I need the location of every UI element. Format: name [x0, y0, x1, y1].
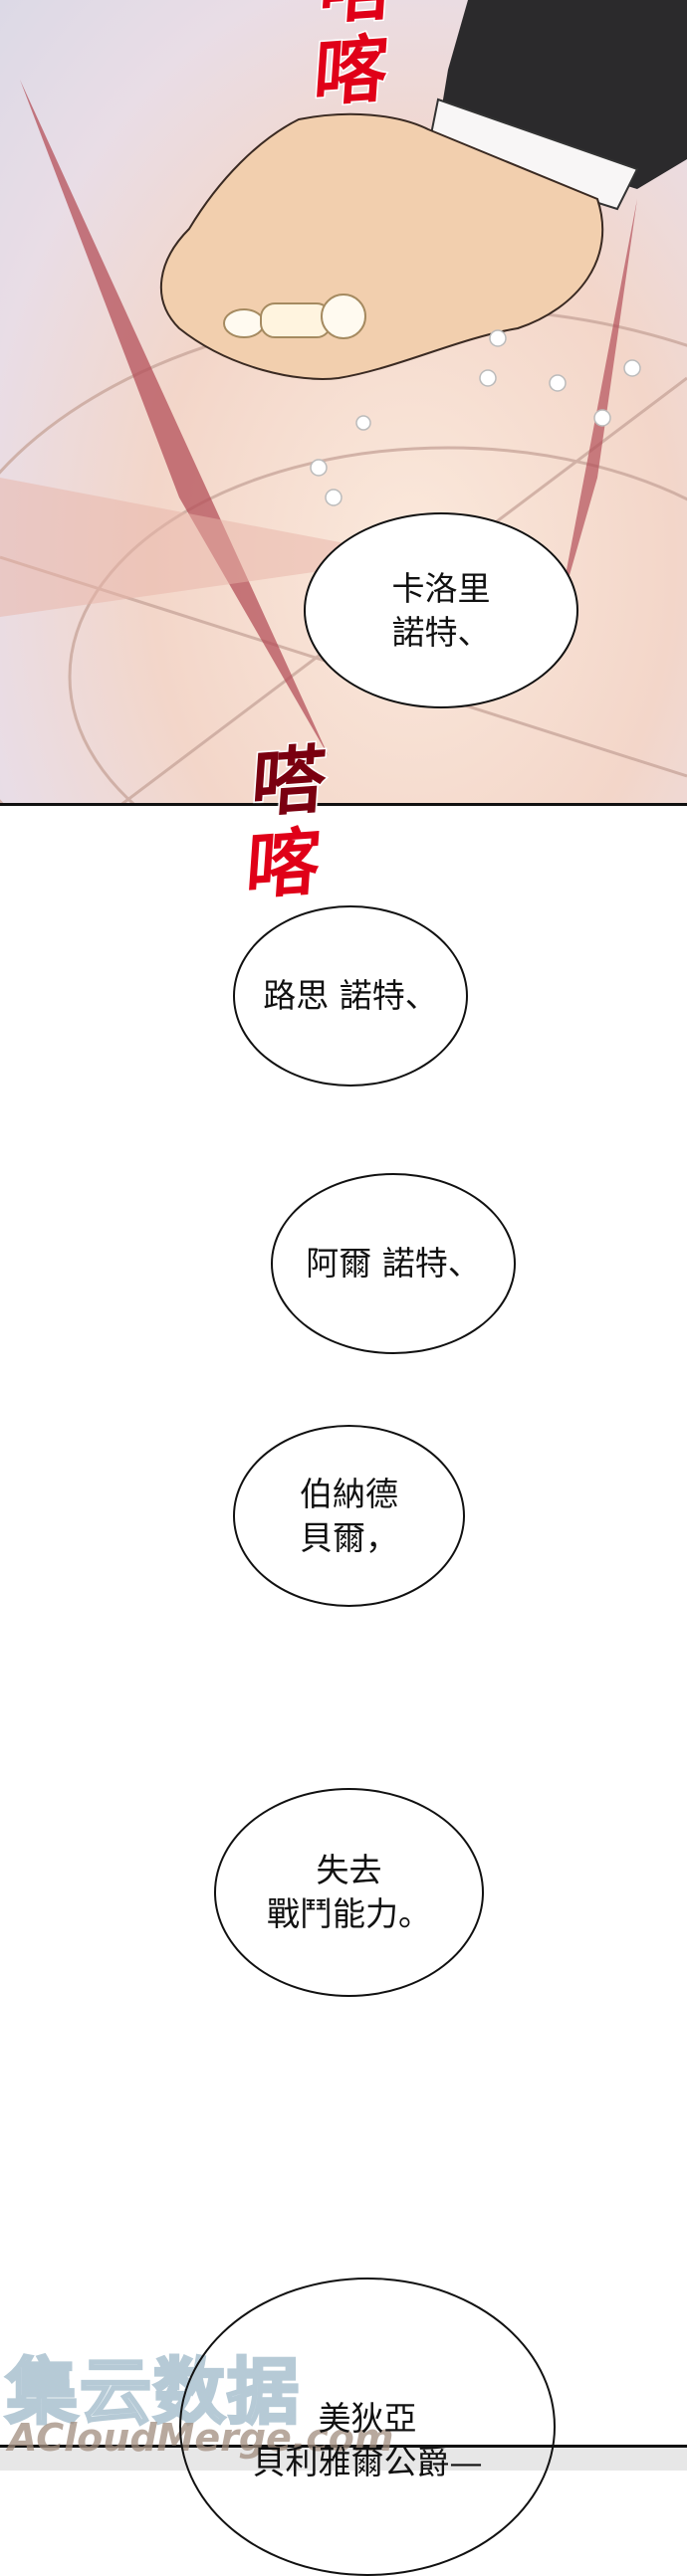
speech-text: 伯納德 貝爾，	[300, 1474, 398, 1557]
speech-text: 卡洛里諾特、	[391, 568, 491, 652]
compass-hand-illustration	[0, 0, 687, 803]
speech-bubble: 路思 諾特、	[233, 905, 468, 1087]
sound-effect-mid: 嗒喀	[242, 735, 331, 911]
speech-text: 失去 戰鬥能力。	[267, 1851, 431, 1933]
speech-text: 阿爾 諾特、	[306, 1244, 481, 1283]
sound-effect-top: 嗒喀	[310, 0, 398, 118]
speech-bubble: 伯納德 貝爾，	[233, 1425, 465, 1607]
speech-bubble: 美狄亞 貝利雅爾公爵—	[179, 2278, 556, 2576]
speech-bubble: 阿爾 諾特、	[271, 1173, 516, 1354]
speech-bubble: 失去 戰鬥能力。	[214, 1788, 484, 1997]
chess-pawn-icon	[223, 294, 366, 339]
speech-text: 美狄亞 貝利雅爾公爵—	[252, 2399, 483, 2481]
speech-bubble: 卡洛里諾特、	[304, 512, 578, 708]
speech-text: 路思 諾特、	[263, 976, 438, 1015]
